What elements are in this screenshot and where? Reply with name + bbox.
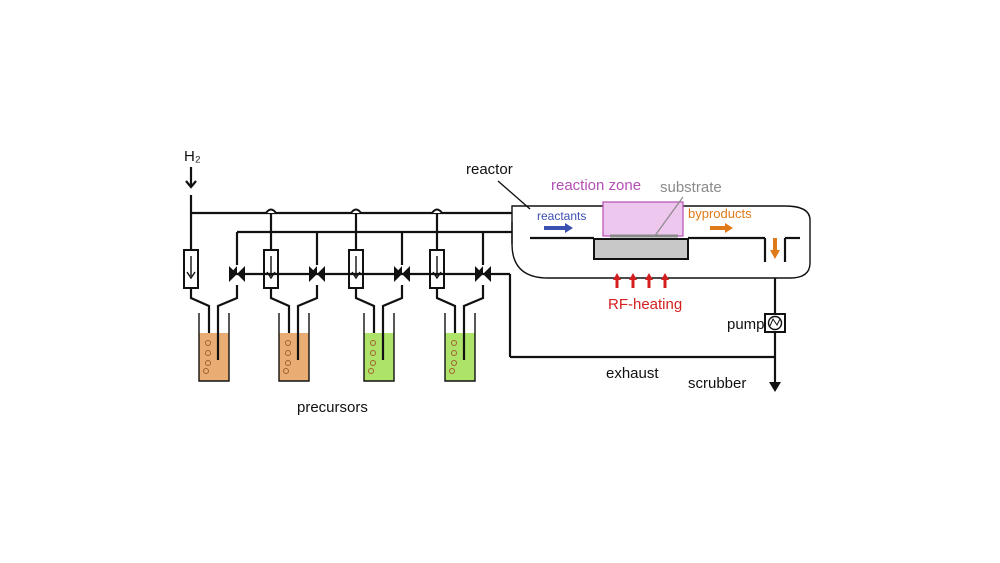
bubble [449,368,455,374]
rf-heating-arrows [613,273,669,288]
precursor-channel-4 [429,213,491,382]
scrubber-arrow [769,332,781,392]
reactor-outlet [763,236,800,314]
exhaust-label: exhaust [606,365,659,382]
bubble [205,340,211,346]
scrubber-label: scrubber [688,375,746,392]
bubbler-liquid [445,333,475,381]
h2-inlet-arrow [185,167,197,189]
bubble [451,350,457,356]
bubbler-vessel [363,313,395,382]
main-manifold [189,195,512,250]
substrate-leader [653,196,684,238]
pipe-crossover [350,208,362,214]
reaction-zone [602,201,684,237]
h2-label: H₂ [184,148,201,165]
valve-top [395,266,402,274]
bubbler-liquid [199,333,229,381]
pipe-crossover [265,208,277,214]
susceptor [593,238,689,260]
pump-label: pump [727,316,765,333]
valve-top [310,266,317,274]
pipe-crossover [431,208,443,214]
precursor-channel-3 [348,213,410,382]
bubble [370,340,376,346]
reactor-tube [511,205,811,279]
precursor-channel-1 [183,232,245,382]
precursor-channels [183,208,512,382]
bubbler-outlet-pipe [381,285,404,360]
rf-heating-label: RF-heating [608,296,682,313]
exhaust-line [235,272,774,359]
bubble [205,350,211,356]
bubbler-vessel [198,313,230,382]
bubbler-vessel [278,313,310,382]
bubbler-outlet-pipe [462,285,485,360]
byproducts-label: byproducts [688,206,752,221]
bubble [370,360,376,366]
valve-top [476,266,483,274]
pump-icon [764,313,786,333]
bubbler-vessel [444,313,476,382]
reactor-leader [497,180,531,210]
bubble [285,360,291,366]
outlet-flow-arrow [770,238,780,259]
precursors-label: precursors [297,399,368,416]
bubble [203,368,209,374]
bubble [368,368,374,374]
flow-meter-arrow [186,271,196,280]
bubble [285,350,291,356]
bubble [451,360,457,366]
bubbler-outlet-pipe [296,285,319,360]
reactor-label: reactor [466,161,513,178]
bubble [285,340,291,346]
substrate-label: substrate [660,179,722,196]
bubbler-liquid [279,333,309,381]
bubble [451,340,457,346]
bubbler-outlet-pipe [216,285,239,360]
reactants-arrow [544,223,573,233]
bubble [370,350,376,356]
bubble [283,368,289,374]
precursor-channel-2 [263,213,325,382]
byproducts-arrow [710,223,733,233]
valve-top [230,266,237,274]
reaction-zone-label: reaction zone [551,177,641,194]
reactants-label: reactants [537,209,586,223]
bubble [205,360,211,366]
bubbler-liquid [364,333,394,381]
